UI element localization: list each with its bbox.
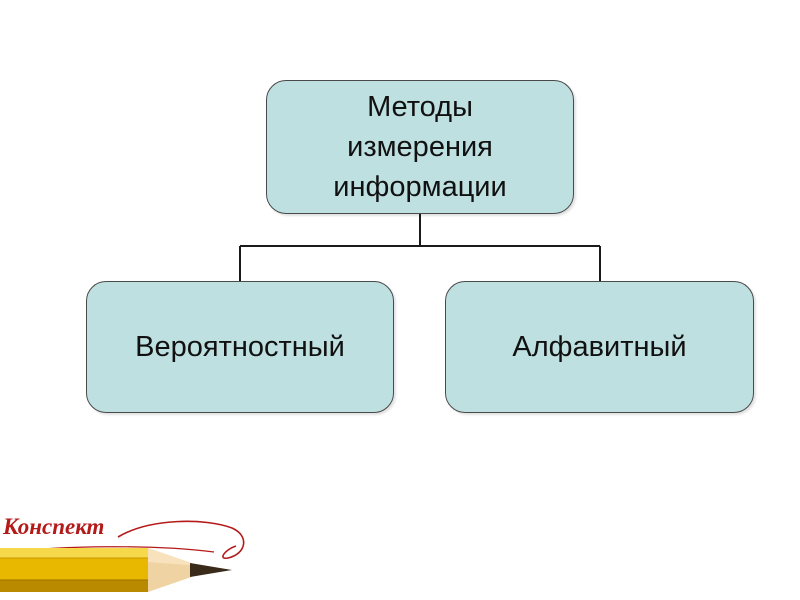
node-probabilistic: Вероятностный [86, 281, 394, 413]
logo-swoosh [117, 520, 245, 560]
node-left-label: Вероятностный [135, 331, 345, 363]
pencil-icon [0, 548, 232, 592]
node-right-label: Алфавитный [512, 331, 687, 363]
logo-text: Конспект [2, 514, 104, 539]
node-root-label: Методы измерения информации [333, 91, 507, 203]
node-measurement-methods: Методы измерения информации [266, 80, 574, 214]
konspekt-logo: Конспект [0, 514, 245, 592]
node-alphabetic: Алфавитный [445, 281, 754, 413]
